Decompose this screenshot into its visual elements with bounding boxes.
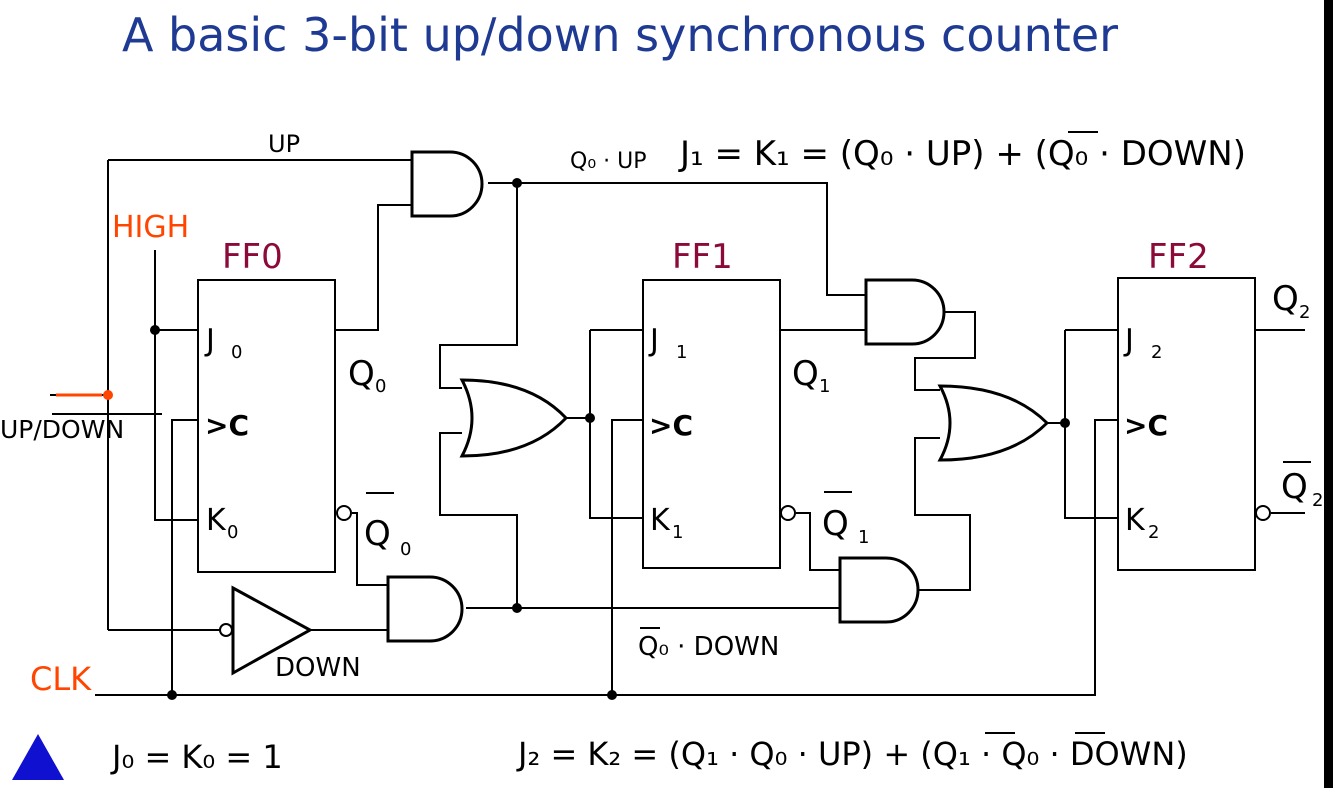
ff1-pins: FF1 J 1 >C K 1 Q 1 Q 1 (648, 237, 869, 548)
and3-output-wire (914, 311, 976, 391)
junction-dot (150, 325, 160, 335)
ff1-k-sub: 1 (672, 522, 683, 543)
equation-j2-k2: J₂ = K₂ = (Q₁ · Q₀ · UP) + (Q₁ · Q₀ · DO… (516, 735, 1188, 773)
flipflop-ff2 (1117, 277, 1271, 571)
ff0-qbar-bubble (336, 505, 352, 521)
right-edge-bar (1324, 0, 1333, 788)
ff2-qbar-label: Q (1281, 467, 1308, 507)
clk-bus-wire (95, 419, 1118, 696)
and-gate-3 (864, 278, 946, 346)
ff0-qbar-label: Q (364, 514, 391, 554)
flipflop-ff1 (642, 279, 796, 569)
ff1-c-label: >C (649, 409, 693, 442)
j2-k2-wire (1064, 329, 1118, 519)
ff2-k-label: K (1125, 503, 1146, 538)
ff0-j-label: J (204, 323, 215, 358)
ff1-k-label: K (650, 503, 671, 538)
or-gate-2 (937, 384, 1050, 462)
high-rail-wire (154, 250, 198, 521)
ff2-qbar-sub: 2 (1312, 490, 1323, 511)
junction-dot (585, 413, 595, 423)
ff1-q-sub: 1 (819, 376, 830, 397)
ff1-j-sub: 1 (676, 342, 687, 363)
up-down-label: UP/DOWN (0, 415, 124, 444)
q0bar-down-label: Q₀ · DOWN (638, 632, 779, 662)
junction-dot (167, 690, 177, 700)
ff2-k-sub: 2 (1148, 522, 1159, 543)
up-label: UP (268, 130, 300, 158)
q0-up-wire (488, 182, 866, 296)
and-gate-q0bar-down (386, 575, 464, 643)
ff1-label: FF1 (672, 237, 733, 277)
high-label: HIGH (112, 210, 189, 245)
ff0-qbar-sub: 0 (400, 539, 411, 560)
ff0-pins: FF0 J 0 >C K 0 Q 0 Q 0 (204, 237, 411, 560)
ff2-label: FF2 (1148, 237, 1209, 277)
equation-j1-k1: J₁ = K₁ = (Q₀ · UP) + (Q₀ · DOWN) (678, 134, 1246, 174)
or-gate-1 (459, 378, 569, 458)
flipflop-ff0 (197, 279, 352, 573)
equation-j0-k0: J₀ = K₀ = 1 (110, 738, 283, 776)
ff2-q-label: Q (1272, 279, 1299, 319)
ff1-q-label: Q (792, 354, 819, 394)
ff0-c-label: >C (205, 409, 249, 442)
and4-output-wire (914, 437, 971, 591)
clk-to-ff1-wire (611, 419, 643, 695)
inverter-buffer (231, 585, 314, 676)
inverter-bubble (219, 623, 233, 637)
q0-wire (335, 204, 412, 331)
ff0-k-label: K (206, 503, 227, 538)
down-label: DOWN (275, 653, 361, 683)
ff2-j-label: J (1123, 323, 1134, 358)
ff0-label: FF0 (222, 237, 283, 277)
junction-dot (607, 690, 617, 700)
ff1-j-label: J (648, 323, 659, 358)
ff0-q-sub: 0 (375, 376, 386, 397)
equations: J₁ = K₁ = (Q₀ · UP) + (Q₀ · DOWN) J₀ = K… (110, 131, 1246, 776)
ff0-j-sub: 0 (231, 342, 242, 363)
q0-up-label: Q₀ · UP (570, 149, 646, 174)
q0bar-wire (352, 512, 388, 586)
q0bar-down-to-or1-wire (439, 432, 518, 608)
and-gate-q0-up (410, 150, 484, 218)
ff2-qbar-bubble (1255, 505, 1271, 521)
ff1-box (642, 279, 781, 569)
j1-k1-wire (589, 329, 643, 519)
ff2-c-label: >C (1124, 409, 1168, 442)
junction-dots (103, 178, 1070, 700)
junction-dot (512, 603, 522, 613)
and-gate-4 (838, 556, 920, 624)
up-down-input-dot (103, 390, 113, 400)
ff2-box (1117, 277, 1256, 571)
ff2-j-sub: 2 (1151, 342, 1162, 363)
ff1-qbar-bubble (780, 505, 796, 521)
wires (50, 159, 1305, 696)
ff0-box (197, 279, 336, 573)
ff1-qbar-label: Q (822, 504, 849, 544)
ff2-q-sub: 2 (1299, 302, 1310, 323)
junction-dot (1060, 418, 1070, 428)
q0-up-to-or1-wire (439, 183, 518, 389)
clk-to-ff0-wire (171, 419, 198, 695)
signal-labels: UP HIGH UP/DOWN DOWN CLK Q₀ · UP Q₀ · DO… (0, 130, 779, 698)
gates (219, 150, 1050, 676)
triangle-up-icon[interactable] (12, 734, 64, 780)
clk-label: CLK (30, 660, 92, 698)
ff2-pins: FF2 J 2 >C K 2 Q 2 Q 2 (1123, 237, 1323, 543)
ff0-q-label: Q (348, 354, 375, 394)
ff0-k-sub: 0 (227, 522, 238, 543)
q1bar-wire (796, 512, 840, 571)
junction-dot (512, 178, 522, 188)
ff1-qbar-sub: 1 (858, 527, 869, 548)
slide-title: A basic 3-bit up/down synchronous counte… (121, 8, 1119, 62)
